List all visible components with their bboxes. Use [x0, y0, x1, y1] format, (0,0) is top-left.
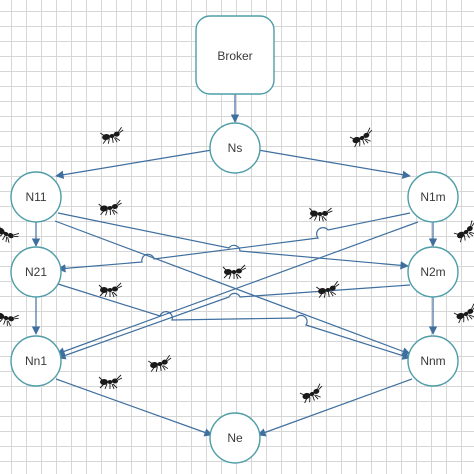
edges — [31, 94, 438, 437]
ant-icon — [307, 205, 334, 223]
ant-icon — [222, 264, 247, 280]
edge-n1m-nn1 — [56, 221, 419, 356]
edge-nn1-ne — [55, 378, 213, 437]
ant-icon — [147, 354, 174, 374]
node-broker-label: Broker — [217, 49, 252, 63]
ant-icon — [98, 282, 123, 298]
node-nnm[interactable]: Nnm — [407, 335, 459, 387]
edge-nnm-ne — [257, 378, 413, 437]
nodes: Broker Ns N11 N1m N21 N2m Nn1 Nnm — [10, 15, 459, 464]
node-nn1-label: Nn1 — [25, 354, 47, 368]
node-ns-label: Ns — [228, 141, 243, 155]
ant-icon — [298, 382, 327, 405]
edge-n2m-nn1 — [57, 284, 411, 360]
edge-n11-nnm — [54, 220, 411, 356]
ant-icon — [452, 219, 474, 245]
ant-icon — [97, 199, 124, 217]
node-n2m[interactable]: N2m — [407, 246, 459, 298]
edge-ns-n1m — [257, 149, 411, 179]
edge-n21-nnm — [57, 283, 411, 360]
node-ne[interactable]: Ne — [209, 412, 261, 464]
node-ne-label: Ne — [227, 431, 243, 445]
node-ns[interactable]: Ns — [209, 122, 261, 174]
ant-icon — [99, 126, 126, 146]
node-n21-label: N21 — [25, 265, 47, 279]
ant-icon — [0, 307, 21, 330]
node-n21[interactable]: N21 — [10, 246, 62, 298]
node-nn1[interactable]: Nn1 — [10, 335, 62, 387]
edge-ns-n11 — [55, 149, 213, 179]
ant-icon — [98, 374, 123, 390]
node-n11-label: N11 — [25, 190, 46, 204]
node-n11[interactable]: N11 — [10, 171, 62, 223]
edge-n11-n2m — [57, 212, 409, 270]
edge-n1m-n21 — [57, 212, 411, 273]
node-n2m-label: N2m — [420, 265, 445, 279]
ant-icon — [452, 302, 474, 325]
node-nnm-label: Nnm — [420, 354, 445, 368]
node-n1m-label: N1m — [420, 190, 445, 204]
node-broker[interactable]: Broker — [195, 15, 275, 95]
ant-icon — [348, 126, 377, 149]
node-n1m[interactable]: N1m — [407, 171, 459, 223]
ant-icon — [0, 221, 21, 247]
